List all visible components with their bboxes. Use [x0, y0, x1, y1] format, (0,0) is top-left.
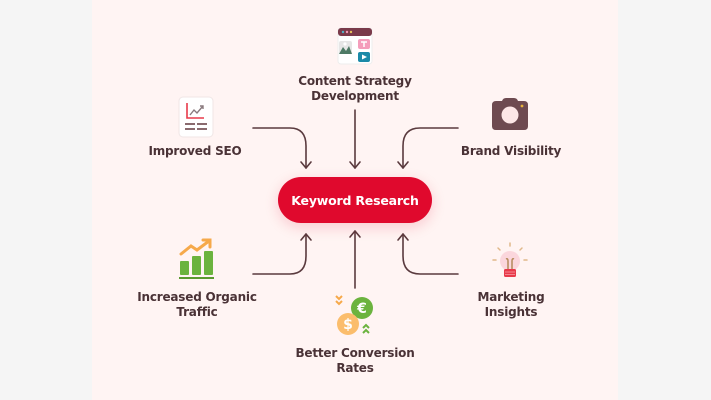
- keyword-research-node[interactable]: Keyword Research: [278, 177, 432, 223]
- node-improved-seo[interactable]: Improved SEO: [130, 144, 260, 159]
- arrow-traffic: [252, 233, 307, 275]
- arrow-brand: [402, 127, 459, 169]
- growth-bar-chart-icon: [179, 238, 214, 279]
- currency-exchange-icon: € $: [335, 295, 373, 335]
- node-conversion-rates[interactable]: Better Conversion Rates: [280, 346, 430, 376]
- marketing-insights-line1: Marketing: [477, 290, 545, 304]
- organic-traffic-line1: Increased Organic: [137, 290, 257, 304]
- arrow-insights: [402, 233, 459, 275]
- content-strategy-line1: Content Strategy: [298, 74, 412, 88]
- marketing-insights-line2: Insights: [484, 305, 538, 319]
- camera-icon: [492, 98, 528, 130]
- brand-visibility-label: Brand Visibility: [460, 144, 562, 158]
- svg-text:$: $: [343, 317, 353, 333]
- seo-chart-icon: [178, 96, 214, 138]
- conversion-rates-line1: Better Conversion: [295, 346, 415, 360]
- content-layout-icon: [337, 27, 373, 65]
- content-strategy-line2: Development: [311, 89, 399, 103]
- improved-seo-label: Improved SEO: [148, 144, 242, 158]
- arrow-seo: [252, 127, 307, 169]
- node-organic-traffic[interactable]: Increased Organic Traffic: [122, 290, 272, 320]
- organic-traffic-line2: Traffic: [176, 305, 218, 319]
- node-brand-visibility[interactable]: Brand Visibility: [446, 144, 576, 159]
- keyword-research-label: Keyword Research: [291, 192, 419, 208]
- conversion-rates-line2: Rates: [336, 361, 374, 375]
- node-content-strategy[interactable]: Content Strategy Development: [280, 74, 430, 104]
- node-marketing-insights[interactable]: Marketing Insights: [446, 290, 576, 320]
- lightbulb-icon: [492, 242, 528, 277]
- svg-text:€: €: [356, 301, 367, 317]
